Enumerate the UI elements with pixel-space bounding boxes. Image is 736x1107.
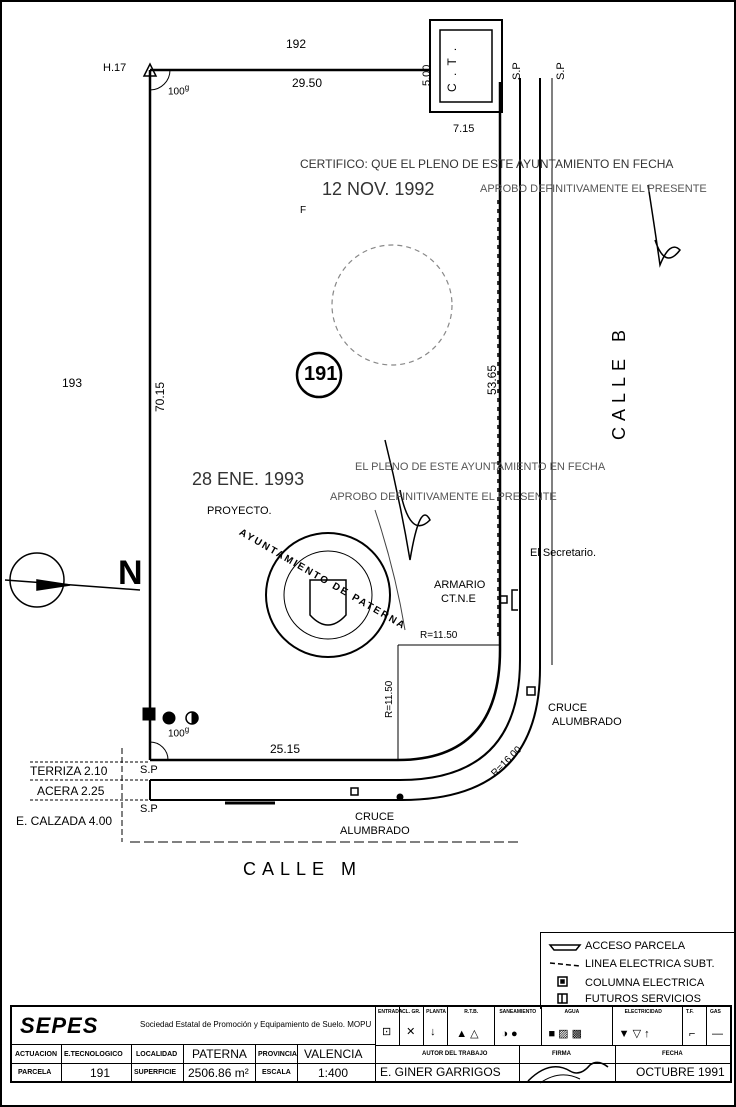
- dim-ct-height: 5.00: [421, 64, 433, 86]
- radius-v: R=11.50: [384, 680, 395, 718]
- street-lines: [149, 78, 553, 801]
- signature-scribble: [384, 439, 431, 561]
- actuacion-label: ACTUACION: [15, 1051, 57, 1058]
- sp-calzada: S.P: [140, 803, 158, 815]
- sepes-logo: SEPES: [20, 1013, 99, 1038]
- svc-header: SANEAMIENTO: [499, 1009, 537, 1015]
- dim-left: 70.15: [153, 381, 167, 412]
- terraza-label: TERRIZA 2.10: [30, 764, 108, 778]
- calzada-label: E. CALZADA 4.00: [16, 814, 113, 828]
- transformer-box: [429, 19, 503, 113]
- superficie-value: 2506.86 m²: [188, 1066, 249, 1080]
- localidad-label: LOCALIDAD: [136, 1051, 178, 1058]
- cruce-1b: ALUMBRADO: [552, 716, 622, 728]
- escala-label: ESCALA: [262, 1069, 291, 1076]
- angle-bottom-label: 100g: [168, 725, 190, 740]
- ct-label: C . T .: [445, 45, 459, 92]
- title-block: SEPES Sociedad Estatal de Promoción y Eq…: [10, 1005, 732, 1084]
- armario-label: ARMARIO: [434, 579, 486, 591]
- legend-item-access: ACCESO PARCELA: [585, 940, 686, 952]
- acera-label: ACERA 2.25: [37, 784, 105, 798]
- title-data-rows: ACTUACION E.TECNOLOGICO LOCALIDAD PATERN…: [12, 1045, 730, 1084]
- svc-header: GAS: [709, 1009, 721, 1015]
- faded-stamp: [331, 244, 453, 366]
- legend-item-cable: LINEA ELECTRICA SUBT.: [585, 958, 715, 970]
- cert-f: F: [300, 205, 307, 216]
- cruce-2b: ALUMBRADO: [340, 825, 410, 837]
- stamp-date-2: 28 ENE. 1993: [192, 469, 305, 489]
- dim-bottom: 25.15: [270, 742, 301, 756]
- fecha-label: FECHA: [662, 1051, 683, 1057]
- dim-top: 29.50: [292, 76, 323, 90]
- services-grid: ENTRADA⊡ CL. GR.✕ PLANTA↓ R.T.B.▲ △ SANE…: [376, 1007, 730, 1046]
- cruce-1: CRUCE: [548, 702, 588, 714]
- svc-header: AGUA: [564, 1009, 580, 1015]
- dim-ct-width: 7.15: [453, 123, 475, 135]
- radius-h: R=11.50: [420, 630, 458, 641]
- escala-value: 1:400: [318, 1066, 349, 1080]
- svc-header: T.F.: [685, 1009, 694, 1015]
- municipal-seal: [265, 532, 391, 658]
- cruce-2: CRUCE: [355, 811, 395, 823]
- signature-scribble: [374, 509, 406, 631]
- svc-header: PLANTA: [426, 1009, 447, 1015]
- corner-marker: [142, 62, 158, 77]
- parcel-boundary: [148, 68, 502, 762]
- svc-header: ELECTRICIDAD: [624, 1009, 662, 1015]
- parcela-label: PARCELA: [18, 1069, 52, 1076]
- provincia-value: VALENCIA: [304, 1047, 363, 1061]
- title-header: SEPES Sociedad Estatal de Promoción y Eq…: [12, 1007, 376, 1045]
- legend-item-services: FUTUROS SERVICIOS: [585, 993, 701, 1005]
- cert-line-1: CERTIFICO: QUE EL PLENO DE ESTE AYUNTAMI…: [300, 157, 674, 171]
- secretario-label: El Secretario.: [530, 547, 597, 559]
- neighbor-top-label: 192: [286, 37, 307, 51]
- street-m-label: CALLE M: [243, 859, 363, 879]
- cert-line-2: APROBO DEFINITIVAMENTE EL PRESENTE: [480, 183, 707, 195]
- org-name: Sociedad Estatal de Promoción y Equipami…: [140, 1020, 372, 1029]
- sp-top-2: S.P: [555, 62, 567, 80]
- etecnologico-label: E.TECNOLOGICO: [64, 1051, 123, 1058]
- sp-top-1: S.P: [511, 62, 523, 80]
- author-signature: [527, 1061, 609, 1084]
- proyecto-label: PROYECTO.: [207, 505, 272, 517]
- lot-number-circle: [295, 351, 343, 399]
- signature-scribble: [647, 184, 681, 268]
- fecha-value: OCTUBRE 1991: [636, 1065, 725, 1079]
- dim-right: 53.65: [485, 364, 499, 395]
- superficie-label: SUPERFICIE: [134, 1069, 177, 1076]
- legend: ACCESO PARCELA LINEA ELECTRICA SUBT. COL…: [540, 932, 736, 1009]
- cert-date: 12 NOV. 1992: [322, 179, 435, 199]
- armario-sub: CT.N.E: [441, 593, 476, 605]
- firma-label: FIRMA: [552, 1051, 571, 1057]
- svc-header: ENTRADA: [378, 1009, 403, 1015]
- svc-header: R.T.B.: [464, 1009, 479, 1015]
- provincia-label: PROVINCIA: [258, 1051, 297, 1058]
- street-b-label: CALLE B: [609, 323, 629, 440]
- electric-column-symbol: [142, 707, 156, 721]
- lot-number: 191: [304, 363, 338, 385]
- stamp-line-3: EL PLENO DE ESTE AYUNTAMIENTO EN FECHA: [355, 461, 606, 473]
- stamp-line-4: APROBO DEFINITIVAMENTE EL PRESENTE: [330, 491, 557, 503]
- autor-value: E. GINER GARRIGOS: [380, 1065, 501, 1079]
- sp-terraza: S.P: [140, 764, 158, 776]
- localidad-value: PATERNA: [192, 1047, 247, 1061]
- parcela-value: 191: [90, 1066, 111, 1080]
- svc-header: CL. GR.: [402, 1009, 421, 1015]
- autor-label: AUTOR DEL TRABAJO: [422, 1051, 488, 1057]
- neighbor-left-label: 193: [62, 376, 83, 390]
- corner-label: H.17: [103, 62, 127, 74]
- north-arrow: [4, 552, 141, 608]
- legend-item-column: COLUMNA ELECTRICA: [585, 977, 705, 989]
- angle-top-label: 100g: [168, 83, 190, 98]
- north-label: N: [118, 554, 143, 592]
